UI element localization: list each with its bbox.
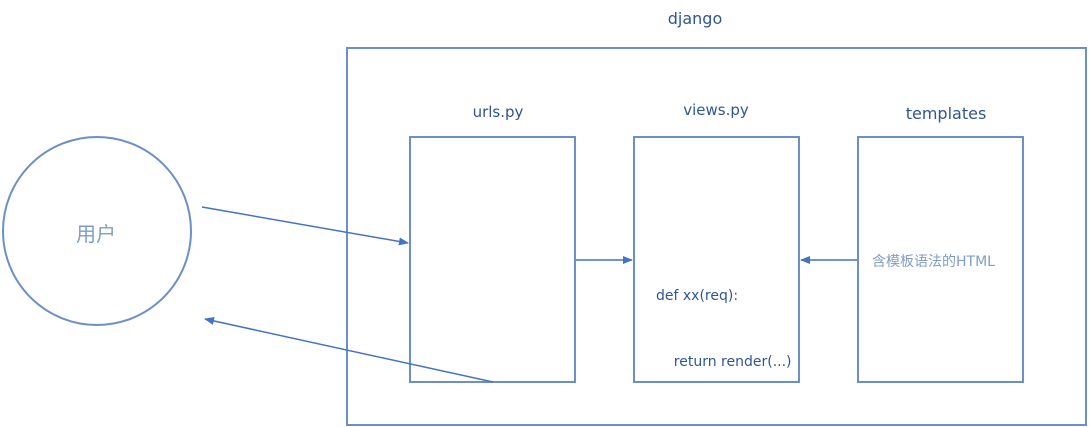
- views-box: [633, 136, 800, 383]
- urls-title: urls.py: [472, 103, 524, 121]
- django-container: [346, 47, 1087, 426]
- views-code: def xx(req): return render(...): [656, 241, 792, 395]
- arrow-urls-to-user: [204, 317, 494, 383]
- views-code-line-1: def xx(req):: [656, 288, 739, 304]
- views-title: views.py: [683, 101, 749, 119]
- django-title: django: [667, 9, 723, 28]
- views-code-line-2: return render(...): [656, 354, 792, 370]
- user-label: 用户: [76, 222, 116, 246]
- urls-box: [409, 136, 576, 383]
- templates-box: [857, 136, 1024, 383]
- arrow-user-to-urls: [201, 206, 409, 246]
- templates-content: 含模板语法的HTML: [872, 254, 995, 270]
- templates-title: templates: [905, 104, 987, 123]
- user-circle: [2, 136, 192, 326]
